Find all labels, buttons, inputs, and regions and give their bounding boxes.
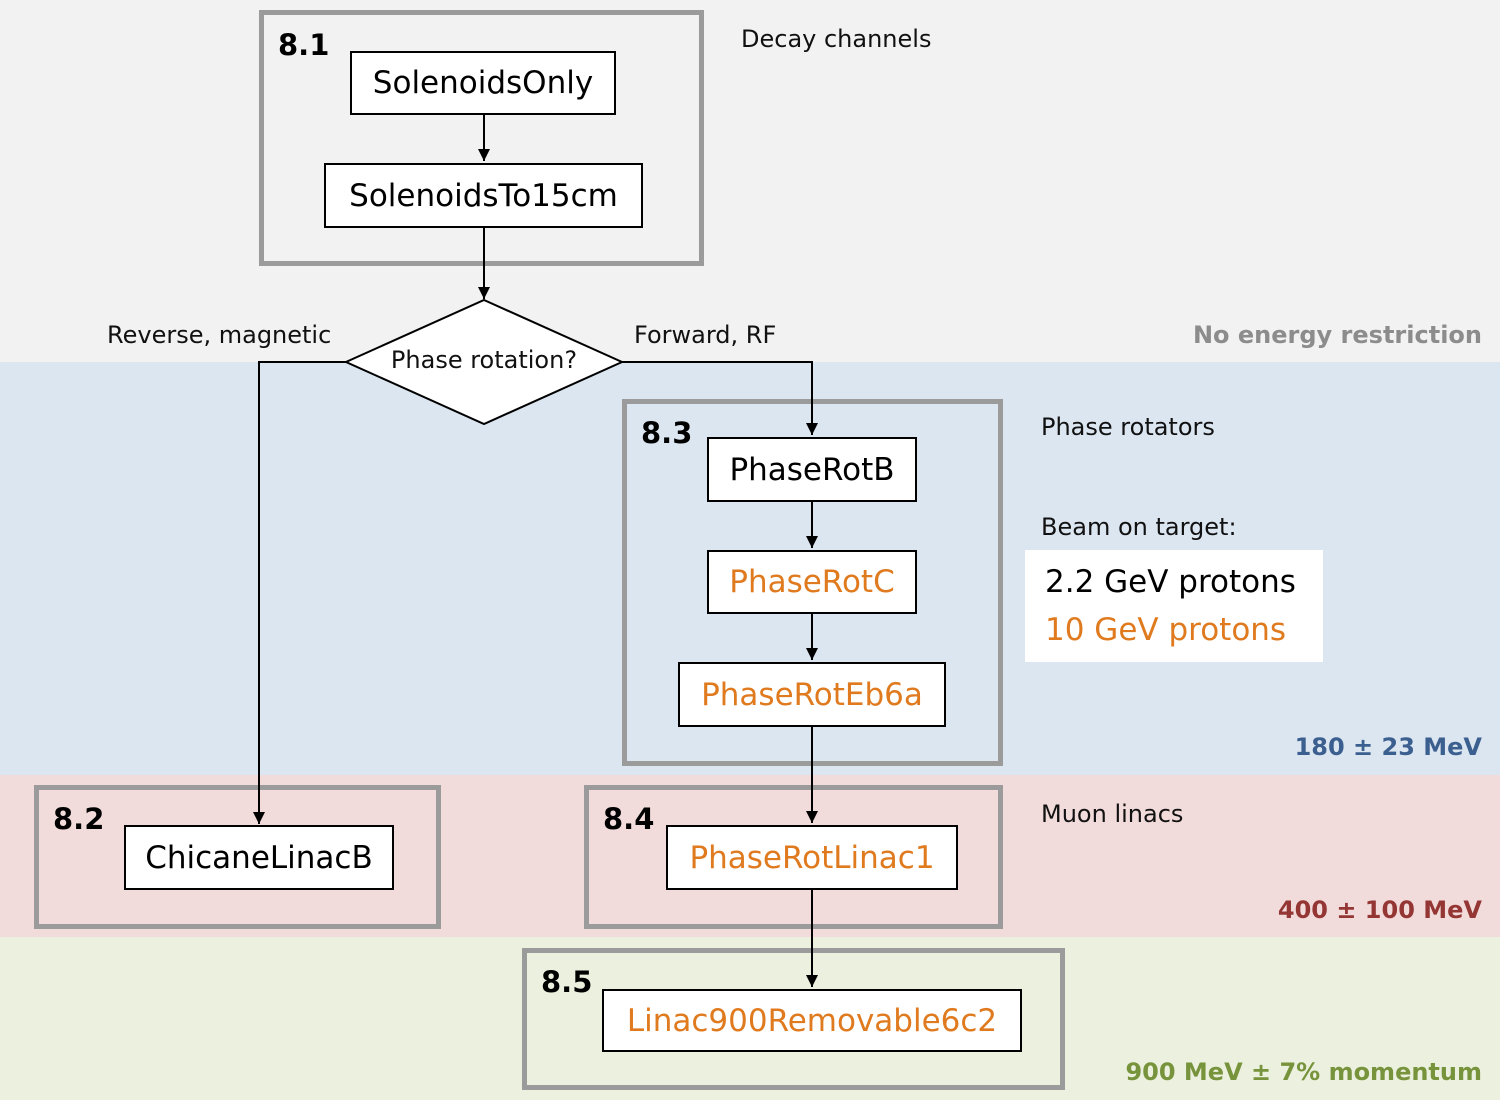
group-8-1 bbox=[259, 10, 704, 266]
group-8-5 bbox=[522, 948, 1065, 1090]
energy-label-400-mev: 400 ± 100 MeV bbox=[1277, 896, 1482, 924]
group-8-2-number: 8.2 bbox=[53, 802, 105, 836]
section-label-decay-channels: Decay channels bbox=[741, 25, 932, 53]
energy-label-no-restriction: No energy restriction bbox=[1192, 321, 1482, 349]
decision-label: Phase rotation? bbox=[390, 346, 578, 374]
node-phase-rot-c: PhaseRotC bbox=[707, 550, 917, 614]
legend-box: 2.2 GeV protons 10 GeV protons bbox=[1025, 550, 1323, 662]
node-solenoids-only: SolenoidsOnly bbox=[350, 51, 616, 115]
group-8-5-number: 8.5 bbox=[541, 965, 593, 999]
energy-label-180-mev: 180 ± 23 MeV bbox=[1294, 733, 1482, 761]
node-phase-rot-linac1: PhaseRotLinac1 bbox=[666, 825, 958, 890]
legend-title: Beam on target: bbox=[1041, 513, 1237, 541]
energy-label-900-mev: 900 MeV ± 7% momentum bbox=[1125, 1058, 1482, 1086]
arrow-decision-to-phaserotb bbox=[620, 361, 818, 435]
group-8-4-number: 8.4 bbox=[603, 802, 655, 836]
node-phase-rot-b: PhaseRotB bbox=[707, 437, 917, 502]
section-label-phase-rotators: Phase rotators bbox=[1041, 413, 1215, 441]
legend-item-10-gev: 10 GeV protons bbox=[1045, 612, 1287, 648]
node-chicane-linac-b: ChicaneLinacB bbox=[124, 825, 394, 890]
band-decay bbox=[0, 0, 1500, 362]
group-8-2 bbox=[34, 785, 441, 929]
branch-label-reverse-magnetic: Reverse, magnetic bbox=[107, 321, 332, 349]
node-linac900-removable6c2: Linac900Removable6c2 bbox=[602, 989, 1022, 1052]
group-8-1-number: 8.1 bbox=[278, 28, 330, 62]
decision-diamond bbox=[343, 298, 625, 426]
legend-item-2-2-gev: 2.2 GeV protons bbox=[1045, 564, 1296, 600]
group-8-4 bbox=[584, 785, 1003, 929]
section-label-muon-linacs: Muon linacs bbox=[1041, 800, 1184, 828]
branch-label-forward-rf: Forward, RF bbox=[634, 321, 777, 349]
group-8-3-number: 8.3 bbox=[641, 416, 693, 450]
arrow-decision-to-chicane bbox=[253, 361, 346, 824]
node-phase-rot-eb6a: PhaseRotEb6a bbox=[678, 662, 946, 727]
node-solenoids-to-15cm: SolenoidsTo15cm bbox=[324, 163, 643, 228]
